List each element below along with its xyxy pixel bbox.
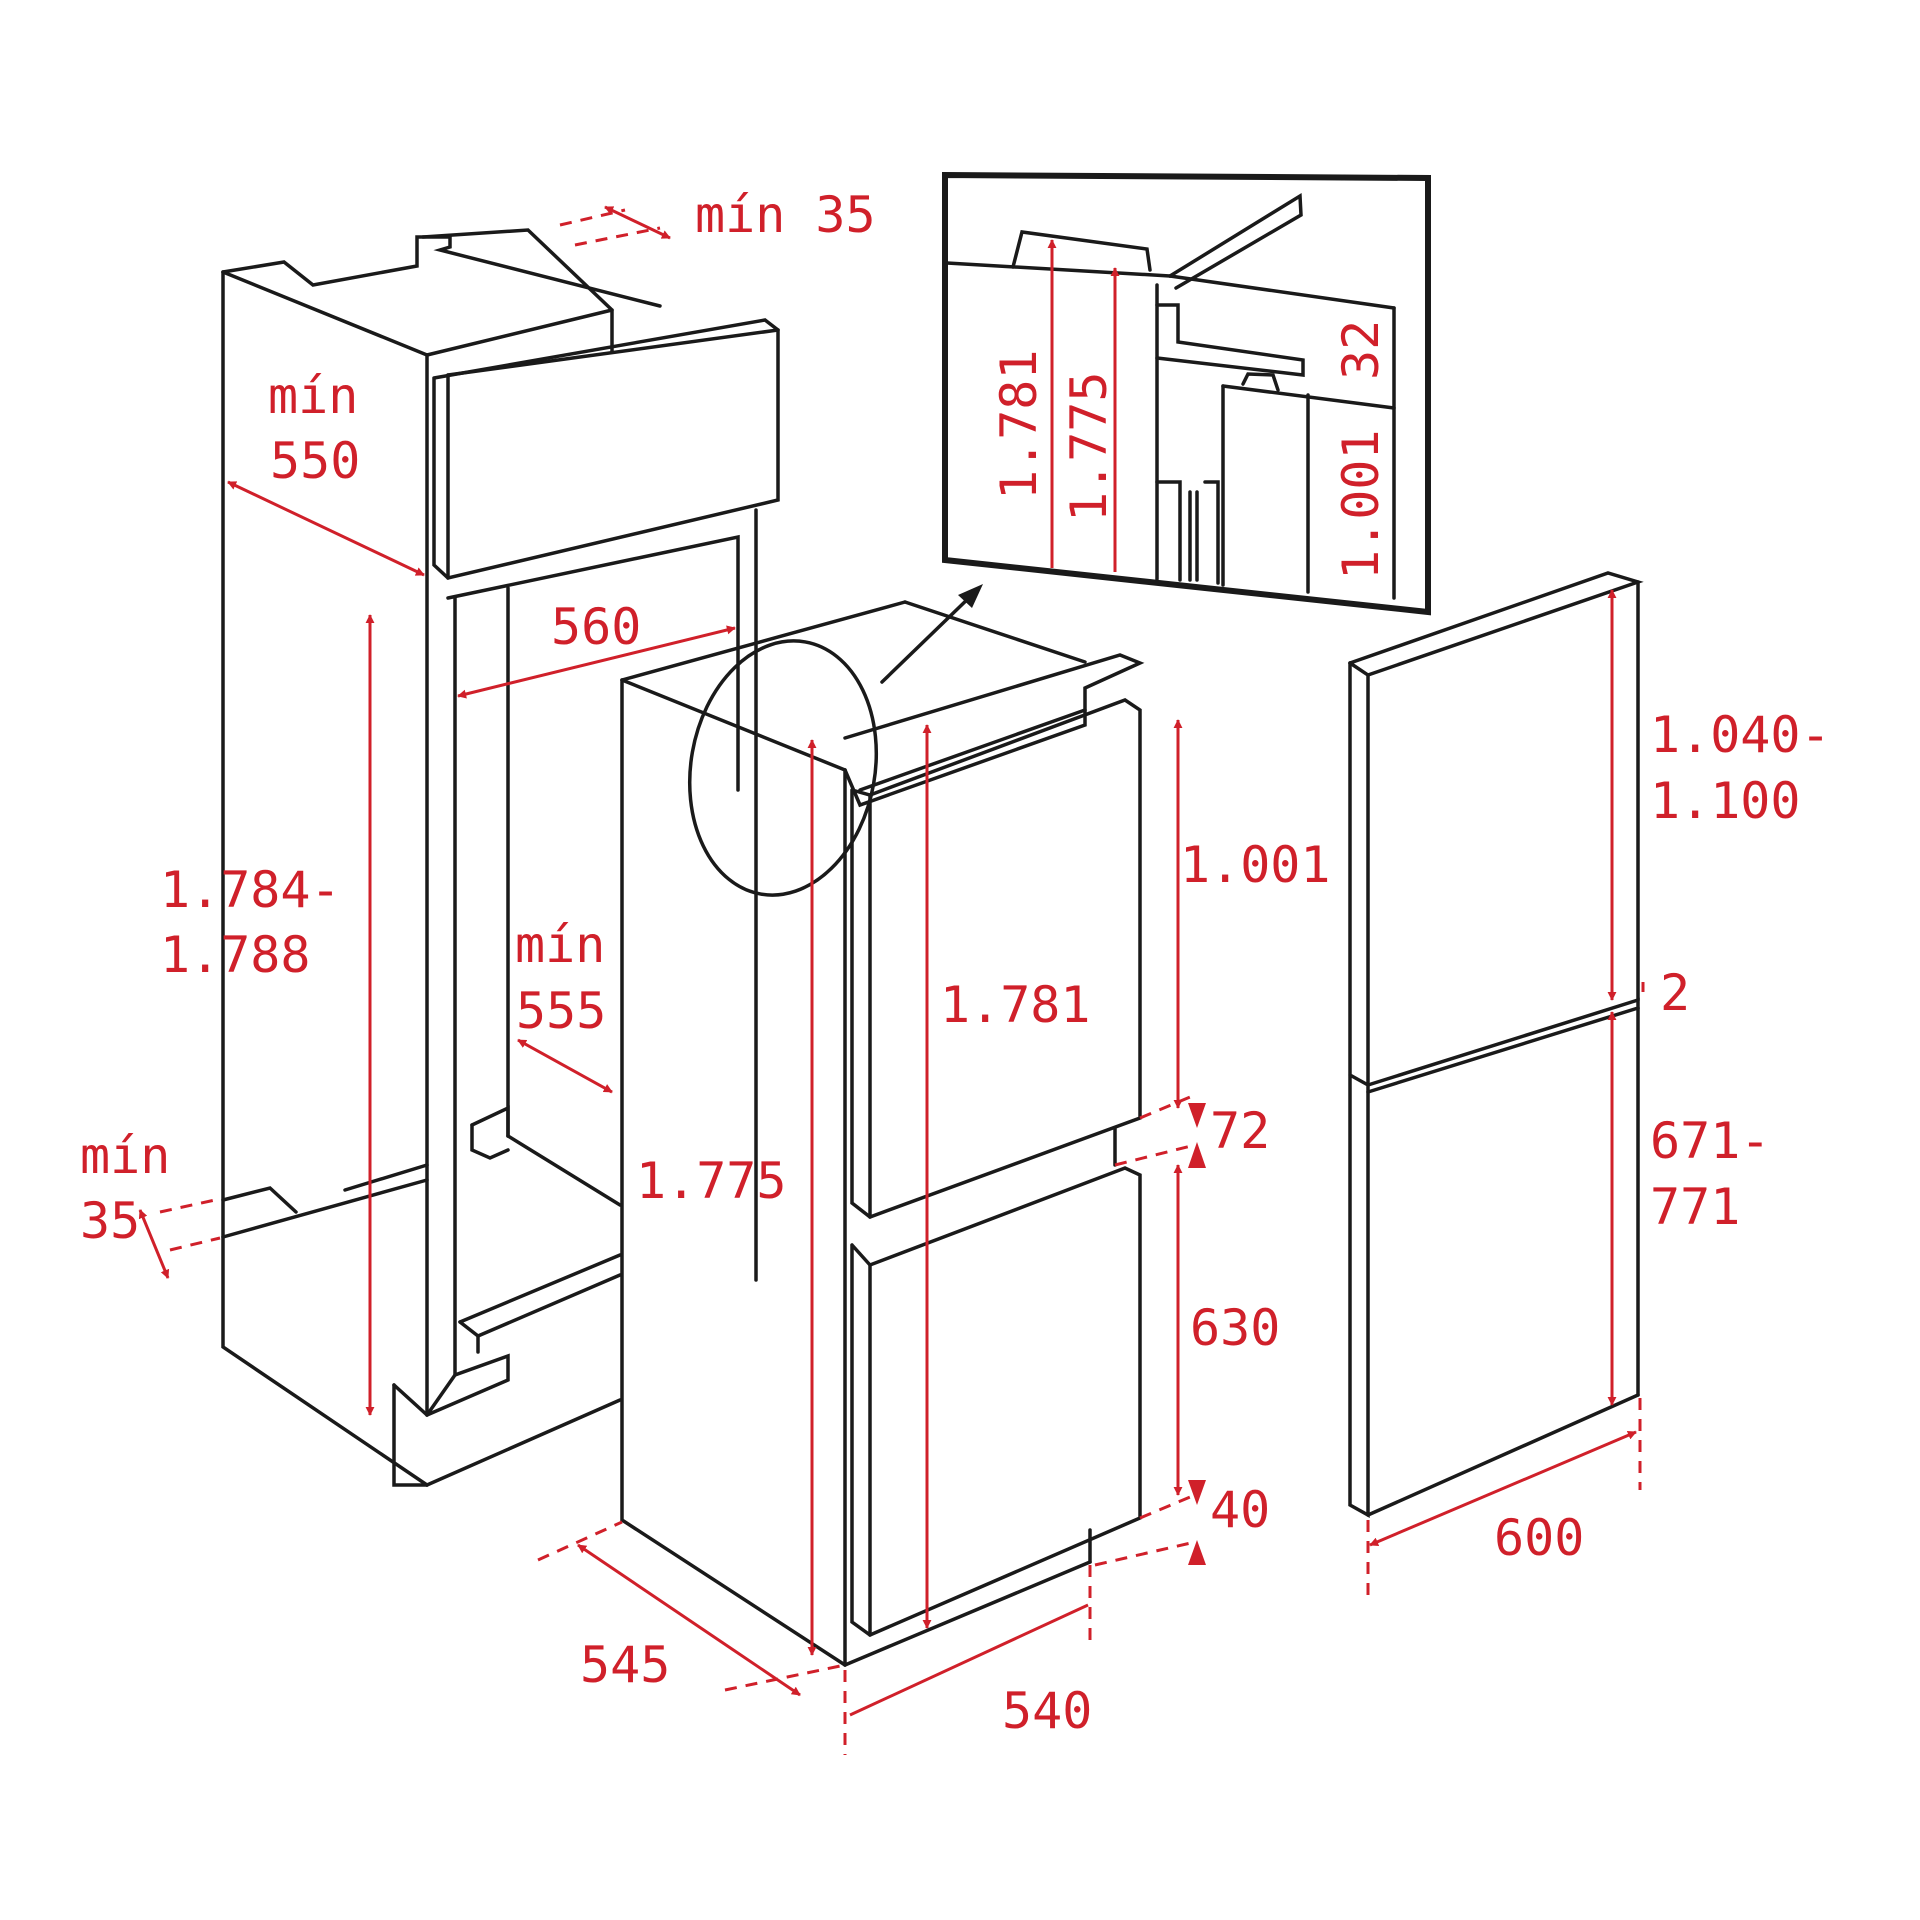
detail-1775-label: 1.775 bbox=[1060, 371, 1118, 522]
detail-32-label: 32 bbox=[1332, 320, 1390, 380]
top-clearance-label: mín 35 bbox=[695, 186, 876, 244]
body-height-label: 1.775 bbox=[636, 1152, 787, 1210]
furniture-door-panel bbox=[1348, 571, 1644, 1518]
gap-height-label: 72 bbox=[1210, 1102, 1270, 1160]
niche-depth-min-value: 550 bbox=[270, 432, 360, 490]
upper-panel-height-label-1: 1.040- bbox=[1650, 706, 1831, 764]
fridge-appliance bbox=[620, 584, 1145, 1667]
niche-depth-min-label: mín bbox=[268, 367, 358, 425]
niche-height-label-2: 1.788 bbox=[160, 926, 311, 984]
furniture-door-dimensions: 1.040- 1.100 2 671- 771 600 bbox=[1366, 589, 1831, 1600]
detail-1781-label: 1.781 bbox=[990, 349, 1048, 500]
detail-inset bbox=[942, 171, 1431, 616]
bottom-clearance-min-value: 35 bbox=[80, 1192, 140, 1250]
detail-1001-label: 1.001 bbox=[1332, 429, 1390, 580]
detail-dimensions: 1.781 1.775 32 1.001 bbox=[990, 239, 1390, 580]
niche-dimensions: mín 35 mín 550 560 1.784- 1.788 mín 555 … bbox=[80, 186, 876, 1416]
niche-cabinet bbox=[221, 228, 780, 1487]
lower-panel-height-label-2: 771 bbox=[1650, 1178, 1740, 1236]
inner-depth-min-value: 555 bbox=[516, 982, 606, 1040]
upper-door-height-label: 1.001 bbox=[1180, 836, 1331, 894]
niche-width-label: 560 bbox=[551, 598, 641, 656]
lower-panel-height-label-1: 671- bbox=[1650, 1112, 1770, 1170]
appliance-dimensions: 1.775 1.781 1.001 72 630 40 545 540 bbox=[537, 719, 1331, 1755]
panel-gap-label: 2 bbox=[1660, 964, 1690, 1022]
bottom-clearance-min-label: mín bbox=[80, 1127, 170, 1185]
upper-panel-height-label-2: 1.100 bbox=[1650, 772, 1801, 830]
lower-door-height-label: 630 bbox=[1190, 1299, 1280, 1357]
total-height-label: 1.781 bbox=[940, 976, 1091, 1034]
width-label: 540 bbox=[1002, 1682, 1092, 1740]
depth-label: 545 bbox=[580, 1636, 670, 1694]
inner-depth-min-label: mín bbox=[515, 916, 605, 974]
niche-height-label-1: 1.784- bbox=[160, 861, 341, 919]
plinth-height-label: 40 bbox=[1210, 1481, 1270, 1539]
panel-width-label: 600 bbox=[1494, 1509, 1584, 1567]
